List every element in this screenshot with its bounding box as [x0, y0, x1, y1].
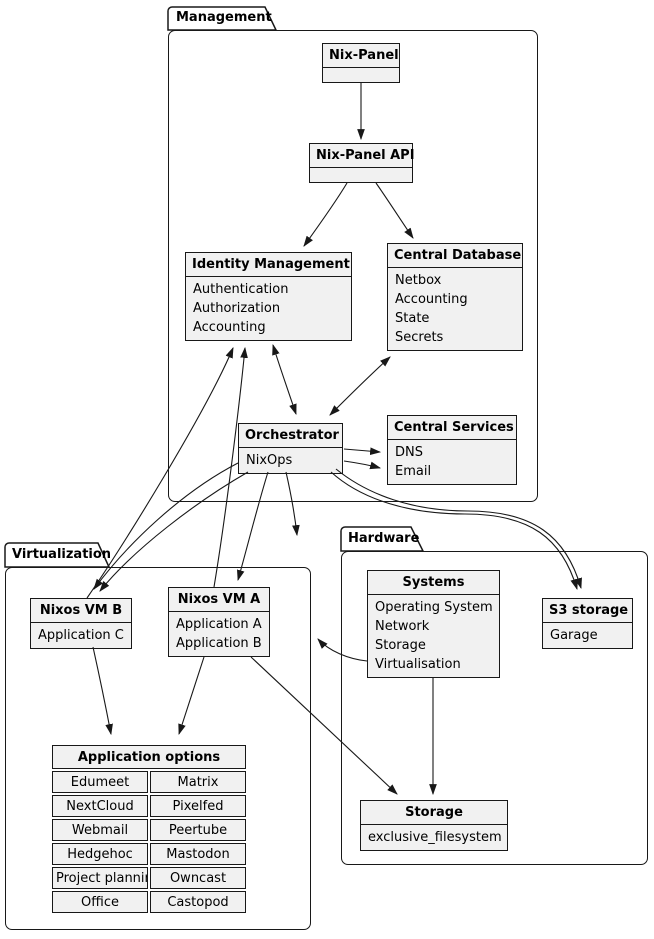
node-item: Accounting [193, 320, 266, 335]
node-title-central-services: Central Services [388, 416, 516, 440]
node-item: Authorization [193, 301, 281, 316]
node-title-nix-panel: Nix-Panel [323, 44, 399, 68]
node-s3-storage: S3 storage Garage [542, 598, 633, 649]
node-item: State [395, 311, 430, 326]
node-item: NixOps [246, 453, 293, 468]
node-body-nix-panel [323, 68, 399, 82]
node-application-options: Application options Edumeet Matrix NextC… [50, 743, 248, 915]
node-title-orchestrator: Orchestrator [239, 424, 342, 448]
node-item: Application A [176, 617, 262, 632]
table-cell: Castopod [150, 891, 246, 913]
node-item: exclusive_filesystem [368, 830, 502, 845]
node-item: Accounting [395, 292, 468, 307]
node-item: Email [395, 464, 432, 479]
node-item: Secrets [395, 330, 444, 345]
node-item: Application C [38, 628, 124, 643]
node-item: Application B [176, 636, 262, 651]
node-identity-management: Identity Management Authentication Autho… [185, 252, 352, 341]
node-item: DNS [395, 445, 423, 460]
node-item: Garage [550, 628, 598, 643]
package-label-management: Management [176, 10, 272, 25]
table-cell: Owncast [150, 867, 246, 889]
node-item: Operating System [375, 600, 493, 615]
node-title-storage: Storage [361, 801, 507, 825]
node-body-nix-panel-api [310, 168, 412, 182]
table-cell: Mastodon [150, 843, 246, 865]
node-item: Netbox [395, 273, 442, 288]
table-cell: Edumeet [52, 771, 148, 793]
node-title-nixos-vm-b: Nixos VM B [31, 599, 131, 623]
node-item: Storage [375, 638, 426, 653]
node-item: Network [375, 619, 430, 634]
node-title-systems: Systems [368, 571, 499, 595]
node-systems: Systems Operating System Network Storage… [367, 570, 500, 678]
node-item: Authentication [193, 282, 289, 297]
table-cell: NextCloud [52, 795, 148, 817]
package-label-hardware: Hardware [348, 531, 420, 546]
node-nixos-vm-a: Nixos VM A Application A Application B [168, 587, 270, 657]
node-title-nix-panel-api: Nix-Panel API [310, 144, 415, 168]
application-options-title: Application options [52, 745, 246, 769]
table-cell: Webmail [52, 819, 148, 841]
node-title-s3-storage: S3 storage [543, 599, 632, 623]
table-cell: Pixelfed [150, 795, 246, 817]
package-label-virtualization: Virtualization [12, 547, 112, 562]
table-cell: Peertube [150, 819, 246, 841]
node-central-database: Central Database Netbox Accounting State… [387, 243, 523, 351]
table-cell: Matrix [150, 771, 246, 793]
node-storage: Storage exclusive_filesystem [360, 800, 508, 851]
node-orchestrator: Orchestrator NixOps [238, 423, 343, 474]
table-cell: Project planning [52, 867, 148, 889]
node-nix-panel-api: Nix-Panel API [309, 143, 415, 183]
table-cell: Hedgehoc [52, 843, 148, 865]
node-nix-panel: Nix-Panel [322, 43, 400, 83]
node-title-identity-management: Identity Management [186, 253, 351, 277]
node-central-services: Central Services DNS Email [387, 415, 517, 485]
node-item: Virtualisation [375, 657, 461, 672]
node-nixos-vm-b: Nixos VM B Application C [30, 598, 132, 649]
node-title-central-database: Central Database [388, 244, 522, 268]
node-title-nixos-vm-a: Nixos VM A [169, 588, 269, 612]
table-cell: Office [52, 891, 148, 913]
